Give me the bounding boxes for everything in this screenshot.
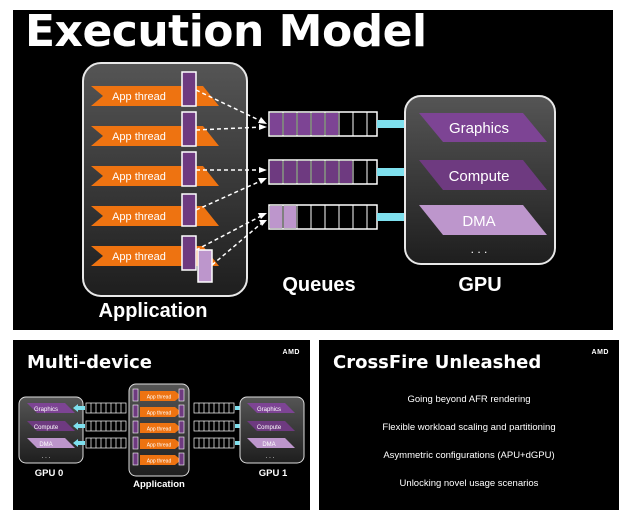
multi-device-diagram: Graphics Compute DMA . . . App thread Ap… bbox=[18, 383, 305, 490]
app-thread-label: App thread bbox=[112, 251, 166, 263]
gpu0-ellipsis: . . . bbox=[42, 454, 51, 460]
gpu-label: GPU bbox=[458, 274, 501, 296]
thread-command-buffer bbox=[181, 71, 197, 107]
app-thread-label: App thread bbox=[112, 91, 166, 103]
amd-logo: AMD bbox=[591, 349, 609, 356]
slide-title: Execution Model bbox=[25, 10, 427, 57]
crossfire-item: Asymmetric configurations (APU+dGPU) bbox=[383, 450, 555, 461]
thread-command-buffer bbox=[181, 193, 197, 227]
queue-compute bbox=[268, 159, 378, 185]
app-command-buffers bbox=[132, 388, 185, 466]
gpu0-engine-dma bbox=[27, 438, 75, 448]
application-label: Application bbox=[99, 300, 208, 322]
gpu0-engine-label: DMA bbox=[39, 442, 52, 448]
thread-command-buffer bbox=[197, 249, 213, 283]
crossfire-item: Flexible workload scaling and partitioni… bbox=[382, 422, 556, 433]
app-thread-row: App thread bbox=[91, 111, 219, 147]
app-thread-row: App thread bbox=[91, 71, 219, 107]
application-label: Application bbox=[133, 479, 185, 490]
gpu1-engine-compute bbox=[247, 421, 295, 431]
submission-arrowheads bbox=[258, 117, 267, 226]
submission-arrows bbox=[195, 89, 264, 266]
app-thread-label: App thread bbox=[147, 459, 172, 465]
app-thread-label: App thread bbox=[147, 411, 172, 417]
gpu1-label: GPU 1 bbox=[259, 468, 288, 479]
right-queues bbox=[193, 402, 235, 449]
gpu-engine-dma bbox=[419, 205, 547, 235]
crossfire-slide: CrossFire Unleashed AMD Going beyond AFR… bbox=[319, 340, 619, 510]
gpu0-engine-graphics bbox=[27, 403, 75, 413]
slide-title: Multi-device bbox=[27, 352, 153, 373]
gpu-engine-label: DMA bbox=[462, 213, 495, 230]
gpu1-engine-graphics bbox=[247, 403, 295, 413]
gpu0-engine-label: Compute bbox=[34, 425, 59, 431]
app-thread-label: App thread bbox=[147, 427, 172, 433]
gpu0-label: GPU 0 bbox=[35, 468, 64, 479]
gpu0-arrows bbox=[73, 404, 85, 447]
thread-command-buffer bbox=[181, 111, 197, 147]
slide-title: CrossFire Unleashed bbox=[333, 352, 542, 373]
gpu-engine-graphics bbox=[419, 113, 547, 142]
gpu-ellipsis: . . . bbox=[471, 242, 488, 256]
app-thread-row: App thread bbox=[91, 235, 219, 283]
queues-label: Queues bbox=[282, 274, 355, 296]
app-thread-label: App thread bbox=[112, 211, 166, 223]
app-thread-label: App thread bbox=[147, 443, 172, 449]
execution-model-diagram: App thread App thread App thread App thr… bbox=[82, 62, 556, 322]
app-thread-label: App thread bbox=[112, 131, 166, 143]
left-queues bbox=[85, 402, 127, 449]
execution-model-slide: Execution Model App thread App thread Ap… bbox=[13, 10, 613, 330]
gpu1-ellipsis: . . . bbox=[266, 454, 275, 460]
queue-graphics bbox=[268, 111, 378, 137]
gpu0-engine-compute bbox=[27, 421, 75, 431]
gpu1-engine-label: DMA bbox=[262, 442, 275, 448]
queue-dma bbox=[268, 204, 378, 230]
multi-device-slide: Multi-device AMD Graphics Compute DMA . … bbox=[13, 340, 310, 510]
gpu0-engine-label: Graphics bbox=[34, 407, 58, 413]
app-thread-row: App thread bbox=[91, 151, 219, 187]
crossfire-item: Unlocking novel usage scenarios bbox=[399, 478, 539, 489]
app-thread-list: App thread App thread App thread App thr… bbox=[140, 391, 181, 465]
gpu1-engine-dma bbox=[247, 438, 295, 448]
gpu-engine-label: Graphics bbox=[449, 120, 509, 137]
thread-command-buffer bbox=[181, 235, 197, 271]
app-thread-label: App thread bbox=[112, 171, 166, 183]
gpu1-engine-label: Compute bbox=[257, 425, 282, 431]
thread-command-buffer bbox=[181, 151, 197, 187]
gpu1-engine-label: Graphics bbox=[257, 407, 281, 413]
gpu-engine-compute bbox=[419, 160, 547, 190]
app-thread-label: App thread bbox=[147, 395, 172, 401]
amd-logo: AMD bbox=[282, 349, 300, 356]
gpu-engine-label: Compute bbox=[449, 168, 510, 185]
crossfire-item: Going beyond AFR rendering bbox=[407, 394, 531, 405]
